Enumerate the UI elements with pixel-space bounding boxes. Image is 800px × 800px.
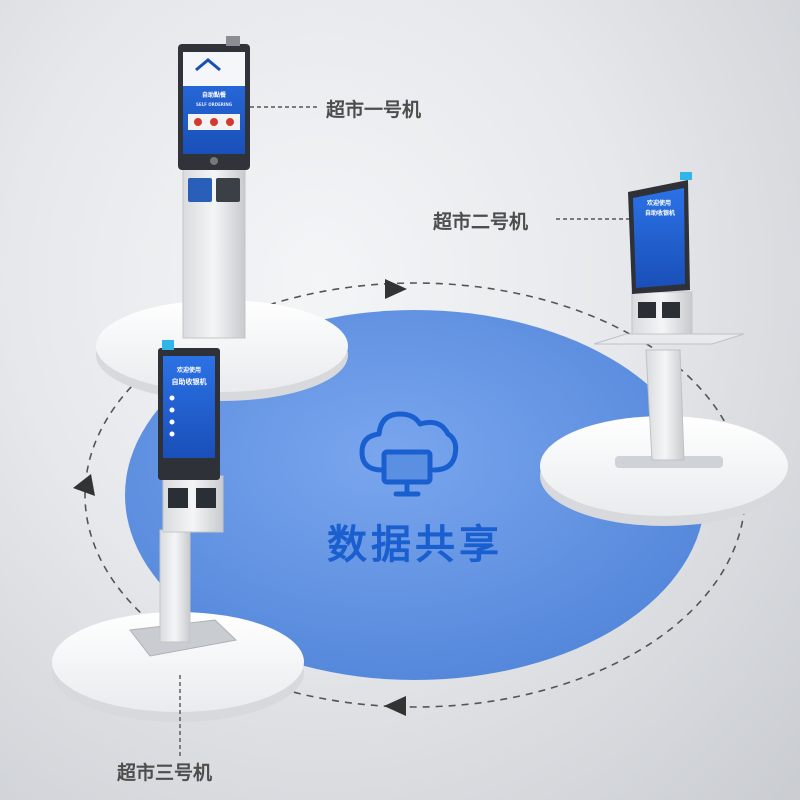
loop-arrow-top xyxy=(385,279,407,299)
kiosk-3-label: 超市三号机 xyxy=(117,762,213,784)
center-title: 数据共享 xyxy=(327,522,503,568)
kiosk-3-screen-subtitle: 自助收银机 xyxy=(172,377,207,386)
kiosk-3-screen-title: 欢迎使用 xyxy=(176,366,201,374)
kiosk-2-screen-subtitle: 自助收银机 xyxy=(645,209,675,217)
loop-arrow-bottom xyxy=(384,696,406,716)
kiosk-2-label: 超市二号机 xyxy=(433,211,529,233)
kiosk-3-device: 欢迎使用 自助收银机 xyxy=(129,340,238,657)
kiosk-1-screen-subtitle: SELF ORDERING xyxy=(196,102,232,107)
kiosk-1-screen-title: 自助點餐 xyxy=(202,91,227,99)
kiosk-1-label: 超市一号机 xyxy=(326,99,422,121)
cloud-computer-icon xyxy=(359,411,459,497)
kiosk-1-device: 自助點餐 SELF ORDERING xyxy=(178,36,250,339)
loop-arrow-left xyxy=(73,474,95,496)
kiosk-2-screen-title: 欢迎使用 xyxy=(646,199,671,207)
kiosk-2-device: 欢迎使用 自助收银机 xyxy=(593,172,745,468)
pedestal-kiosk-3 xyxy=(52,612,304,722)
